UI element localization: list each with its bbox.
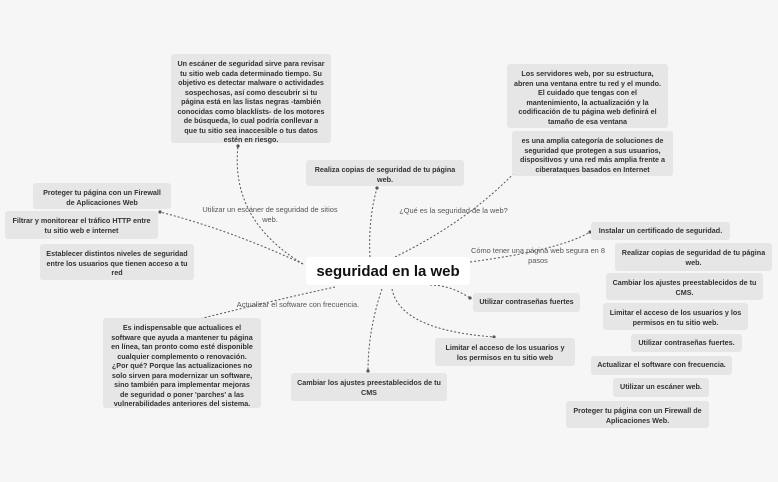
- change-cms-node[interactable]: Cambiar los ajustes preestablecidos de t…: [291, 373, 447, 401]
- category-node[interactable]: es una amplia categoría de soluciones de…: [512, 131, 673, 176]
- link-to-passwords-endpoint: [468, 296, 472, 300]
- passwords-node[interactable]: Utilizar contraseñas fuertes: [473, 293, 580, 312]
- step-7[interactable]: Utilizar un escáner web.: [613, 378, 709, 397]
- update-label[interactable]: Actualizar el software con frecuencia.: [236, 300, 360, 309]
- step-4[interactable]: Limitar el acceso de los usuarios y los …: [603, 303, 748, 330]
- link-to-cms: [367, 288, 383, 372]
- step-1[interactable]: Instalar un certificado de seguridad.: [591, 222, 730, 240]
- link-to-scanner-endpoint: [236, 144, 240, 148]
- link-to-left-endpoint: [158, 210, 162, 214]
- how-to-label[interactable]: Cómo tener una página web segura en 8 pa…: [471, 246, 605, 265]
- step-6[interactable]: Actualizar el software con frecuencia.: [591, 356, 732, 375]
- step-5[interactable]: Utilizar contraseñas fuertes.: [631, 334, 742, 352]
- filter-traffic-node[interactable]: Filtrar y monitorear el tráfico HTTP ent…: [5, 211, 158, 239]
- step-2[interactable]: Realizar copias de seguridad de tu págin…: [615, 243, 772, 271]
- what-is-label[interactable]: ¿Qué es la seguridad de la web?: [399, 206, 508, 215]
- scanner-description[interactable]: Un escáner de seguridad sirve para revis…: [171, 54, 331, 144]
- link-to-backup: [369, 187, 378, 258]
- scanner-label[interactable]: Utilizar un escáner de seguridad de siti…: [202, 205, 338, 224]
- step-3[interactable]: Cambiar los ajustes preestablecidos de t…: [606, 273, 763, 300]
- firewall-node[interactable]: Proteger tu página con un Firewall de Ap…: [33, 183, 171, 209]
- servers-node[interactable]: Los servidores web, por su estructura, a…: [507, 64, 668, 128]
- security-levels-node[interactable]: Establecer distintos niveles de segurida…: [40, 244, 194, 280]
- central-topic[interactable]: seguridad en la web: [306, 257, 470, 285]
- step-8[interactable]: Proteger tu página con un Firewall de Ap…: [566, 401, 709, 428]
- backup-node[interactable]: Realiza copias de seguridad de tu página…: [306, 160, 464, 186]
- limit-access-node[interactable]: Limitar el acceso de los usuarios y los …: [435, 338, 575, 366]
- link-to-backup-endpoint: [375, 186, 379, 190]
- link-to-passwords: [429, 284, 471, 299]
- update-description[interactable]: Es indispensable que actualices el softw…: [103, 318, 261, 408]
